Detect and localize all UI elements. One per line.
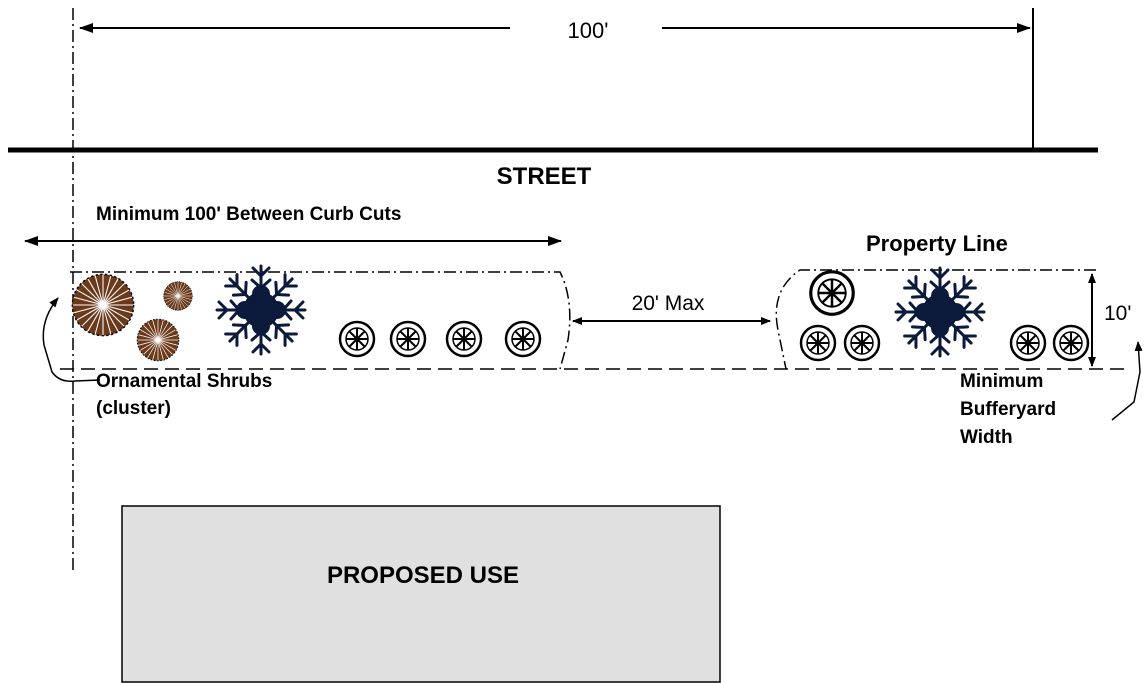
asterisk-circle-shrub-icon — [338, 320, 376, 358]
ornamental-shrub-icon — [163, 281, 193, 311]
asterisk-circle-shrub-icon — [809, 270, 855, 316]
top-dimension: 100' — [79, 18, 1031, 43]
ornamental-shrub-icon — [71, 273, 135, 337]
snowflake-evergreen-icon — [217, 266, 305, 354]
bufferyard-label-line3: Width — [960, 427, 1013, 448]
snowflake-evergreen-icon — [896, 268, 984, 356]
asterisk-circle-shrub-icon — [1009, 324, 1047, 362]
property-line-label: Property Line — [866, 231, 1008, 256]
proposed-use-label: PROPOSED USE — [327, 562, 519, 589]
right-planting-bed — [775, 269, 1096, 370]
bufferyard-label-line2: Bufferyard — [960, 399, 1056, 420]
street-label: STREET — [497, 163, 592, 190]
proposed-use-building — [121, 505, 721, 683]
gap-max-label: 20' Max — [632, 292, 705, 315]
asterisk-circle-shrub-icon — [445, 320, 483, 358]
bufferyard-label-line1: Minimum — [960, 371, 1043, 392]
asterisk-circle-shrub-icon — [504, 320, 542, 358]
dimension-top-label: 100' — [568, 18, 609, 43]
asterisk-circle-shrub-icon — [389, 320, 427, 358]
ornamental-shrub-icon — [136, 318, 180, 362]
bufferyard-callout-arrow — [1111, 341, 1143, 421]
asterisk-circle-shrub-icon — [843, 324, 881, 362]
shrubs-label-line2: (cluster) — [96, 398, 171, 419]
curb-cut-spacing-label: Minimum 100' Between Curb Cuts — [96, 204, 401, 225]
width-value-label: 10' — [1104, 302, 1131, 325]
asterisk-circle-shrub-icon — [799, 324, 837, 362]
left-planting-bed — [70, 271, 571, 370]
shrubs-callout-arrow — [42, 297, 101, 383]
shrubs-label-line1: Ornamental Shrubs — [96, 371, 272, 392]
asterisk-circle-shrub-icon — [1052, 324, 1090, 362]
